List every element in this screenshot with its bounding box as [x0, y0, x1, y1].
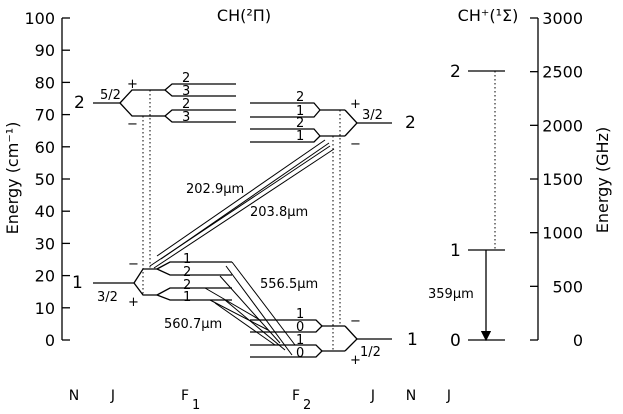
bottom-label: N: [406, 388, 416, 404]
n-label: 1: [72, 273, 83, 293]
parity-lower: +: [350, 353, 361, 368]
bottom-label: 2: [303, 398, 311, 413]
left-tick-label: 90: [35, 41, 55, 60]
transitions-556um: [219, 261, 296, 356]
right-tick-label: 0: [573, 331, 583, 350]
f-label: 0: [296, 320, 304, 335]
bottom-label: J: [446, 388, 451, 404]
ch-plus-j-label: 0: [450, 331, 461, 351]
f-label: 2: [183, 278, 191, 293]
left-tick-label: 80: [35, 73, 55, 92]
level-ch-f1-n1: 1 3/2 − + 1 2 2 1: [72, 252, 232, 310]
left-tick-label: 60: [35, 138, 55, 157]
right-tick-label: 3000: [542, 9, 583, 28]
parity-upper: +: [350, 97, 361, 112]
left-axis: 0 10 20 30 40 50 60 70 80 90 100 Energy (cm⁻¹): [3, 9, 70, 350]
bottom-label: N: [69, 388, 79, 404]
bottom-label: J: [370, 388, 375, 404]
transition-203um: [149, 145, 335, 269]
ch-plus-title: CH⁺(¹Σ): [458, 6, 519, 25]
bottom-label: 1: [192, 398, 200, 413]
n-label: 2: [74, 93, 85, 113]
f-label: 2: [182, 97, 190, 112]
level-ch-f1-n2: 2 5/2 + − 2 3 2 3: [74, 71, 236, 132]
f-label: 1: [296, 307, 304, 322]
f-label: 1: [183, 290, 191, 305]
parity-upper: −: [350, 314, 361, 329]
ch-plus-ladder: 2 1 0 359μm: [428, 62, 505, 351]
transition-202um: [156, 139, 330, 260]
f-label: 1: [296, 333, 304, 348]
left-tick-label: 50: [35, 170, 55, 189]
ch-plus-j-label: 1: [450, 241, 461, 261]
level-ch-f2-n2: 2 1 2 1 + − 3/2 2: [250, 90, 416, 152]
transitions-560um: [204, 287, 286, 351]
right-axis-title: Energy (GHz): [593, 127, 612, 233]
wavelength-label: 203.8μm: [250, 205, 308, 220]
left-tick-label: 0: [45, 331, 55, 350]
f-label: 2: [182, 71, 190, 86]
wavelength-label: 359μm: [428, 287, 474, 302]
left-tick-label: 70: [35, 106, 55, 125]
f-label: 2: [183, 265, 191, 280]
ch-plus-j-label: 2: [450, 62, 461, 82]
left-tick-label: 30: [35, 234, 55, 253]
left-tick-label: 20: [35, 267, 55, 286]
j-label: 5/2: [100, 88, 121, 103]
right-tick-label: 2500: [542, 63, 583, 82]
j-label: 3/2: [97, 290, 118, 305]
f-label: 2: [296, 90, 304, 105]
f-label: 0: [296, 346, 304, 361]
n-label: 1: [407, 330, 418, 350]
f-label: 3: [182, 84, 190, 99]
wavelength-label: 560.7μm: [164, 317, 222, 332]
ch-title: CH(²Π): [217, 6, 271, 25]
right-tick-label: 2000: [542, 116, 583, 135]
parity-lower: −: [127, 117, 138, 132]
right-tick-label: 1500: [542, 170, 583, 189]
dotted-connectors: [142, 90, 341, 351]
bottom-label: F: [181, 388, 189, 404]
right-tick-label: 500: [552, 277, 583, 296]
parity-upper: +: [127, 77, 138, 92]
parity-upper: −: [128, 257, 139, 272]
f-label: 1: [296, 104, 304, 119]
f-label: 1: [183, 252, 191, 267]
left-axis-title: Energy (cm⁻¹): [3, 122, 22, 235]
f-label: 1: [296, 129, 304, 144]
n-label: 2: [405, 113, 416, 133]
wavelength-label: 556.5μm: [260, 277, 318, 292]
bottom-label: F: [292, 388, 300, 404]
left-tick-label: 100: [24, 9, 55, 28]
bottom-labels: N J F 1 F 2 J N J: [69, 388, 451, 413]
level-ch-f2-n1: 1 0 1 0 − + 1/2 1: [250, 307, 418, 368]
f-label: 3: [182, 110, 190, 125]
right-tick-label: 1000: [542, 224, 583, 243]
j-label: 3/2: [362, 108, 383, 123]
parity-lower: +: [128, 295, 139, 310]
bottom-label: J: [110, 388, 115, 404]
left-tick-label: 40: [35, 202, 55, 221]
f-label: 2: [296, 116, 304, 131]
wavelength-label: 202.9μm: [186, 182, 244, 197]
parity-lower: −: [350, 137, 361, 152]
right-axis: 0 500 1000 1500 2000 2500 3000 Energy (GHz): [530, 9, 612, 350]
left-tick-label: 10: [35, 299, 55, 318]
j-label: 1/2: [360, 345, 381, 360]
